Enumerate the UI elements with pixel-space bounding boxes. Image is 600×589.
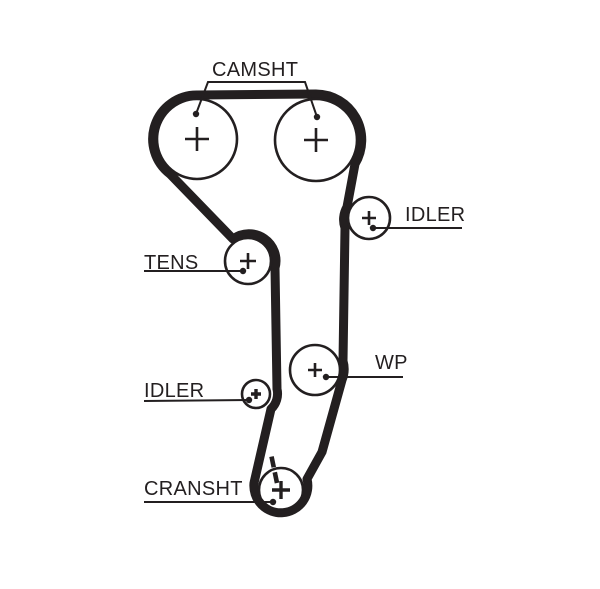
idler-lower-leader-line bbox=[143, 399, 250, 402]
camshaft-leader-bracket bbox=[195, 81, 318, 118]
water-pump-pulley bbox=[288, 343, 342, 397]
tensioner-pulley bbox=[223, 236, 273, 286]
camshaft-right-center-cross bbox=[304, 128, 328, 152]
crankshaft-pulley bbox=[257, 466, 305, 514]
idler-upper-center-cross bbox=[362, 211, 376, 225]
crankshaft-leader-dot bbox=[269, 498, 277, 506]
timing-belt bbox=[148, 89, 367, 518]
water-pump-leader-dot bbox=[322, 373, 330, 381]
camshaft-left-pulley bbox=[155, 97, 239, 181]
idler-upper-pulley bbox=[346, 195, 392, 241]
label-idler-lower: IDLER bbox=[144, 380, 204, 402]
water-pump-center-cross bbox=[308, 363, 322, 377]
labels: CAMSHT IDLER TENS WP IDLER CRANSHT bbox=[144, 59, 465, 500]
label-camshaft: CAMSHT bbox=[212, 59, 298, 81]
tensioner-center-cross bbox=[240, 253, 256, 269]
label-idler-upper: IDLER bbox=[405, 204, 465, 226]
idler-lower-pulley bbox=[240, 378, 272, 410]
label-crankshaft: CRANSHT bbox=[144, 478, 243, 500]
camshaft-left-leader-dot bbox=[192, 110, 200, 118]
label-water-pump: WP bbox=[375, 352, 408, 374]
idler-lower-center-cross bbox=[251, 389, 261, 399]
tensioner-leader-dot bbox=[239, 267, 247, 275]
idler-lower-leader-dot bbox=[245, 396, 253, 404]
camshaft-left-center-cross bbox=[185, 127, 209, 151]
camshaft-right-leader-dot bbox=[313, 113, 321, 121]
crankshaft-timing-mark bbox=[268, 453, 280, 484]
label-tensioner: TENS bbox=[144, 252, 199, 274]
crankshaft-center-cross bbox=[272, 481, 290, 499]
idler-upper-leader-dot bbox=[369, 224, 377, 232]
pulleys bbox=[155, 97, 392, 514]
leader-lines bbox=[143, 81, 462, 506]
camshaft-right-pulley bbox=[273, 97, 359, 183]
